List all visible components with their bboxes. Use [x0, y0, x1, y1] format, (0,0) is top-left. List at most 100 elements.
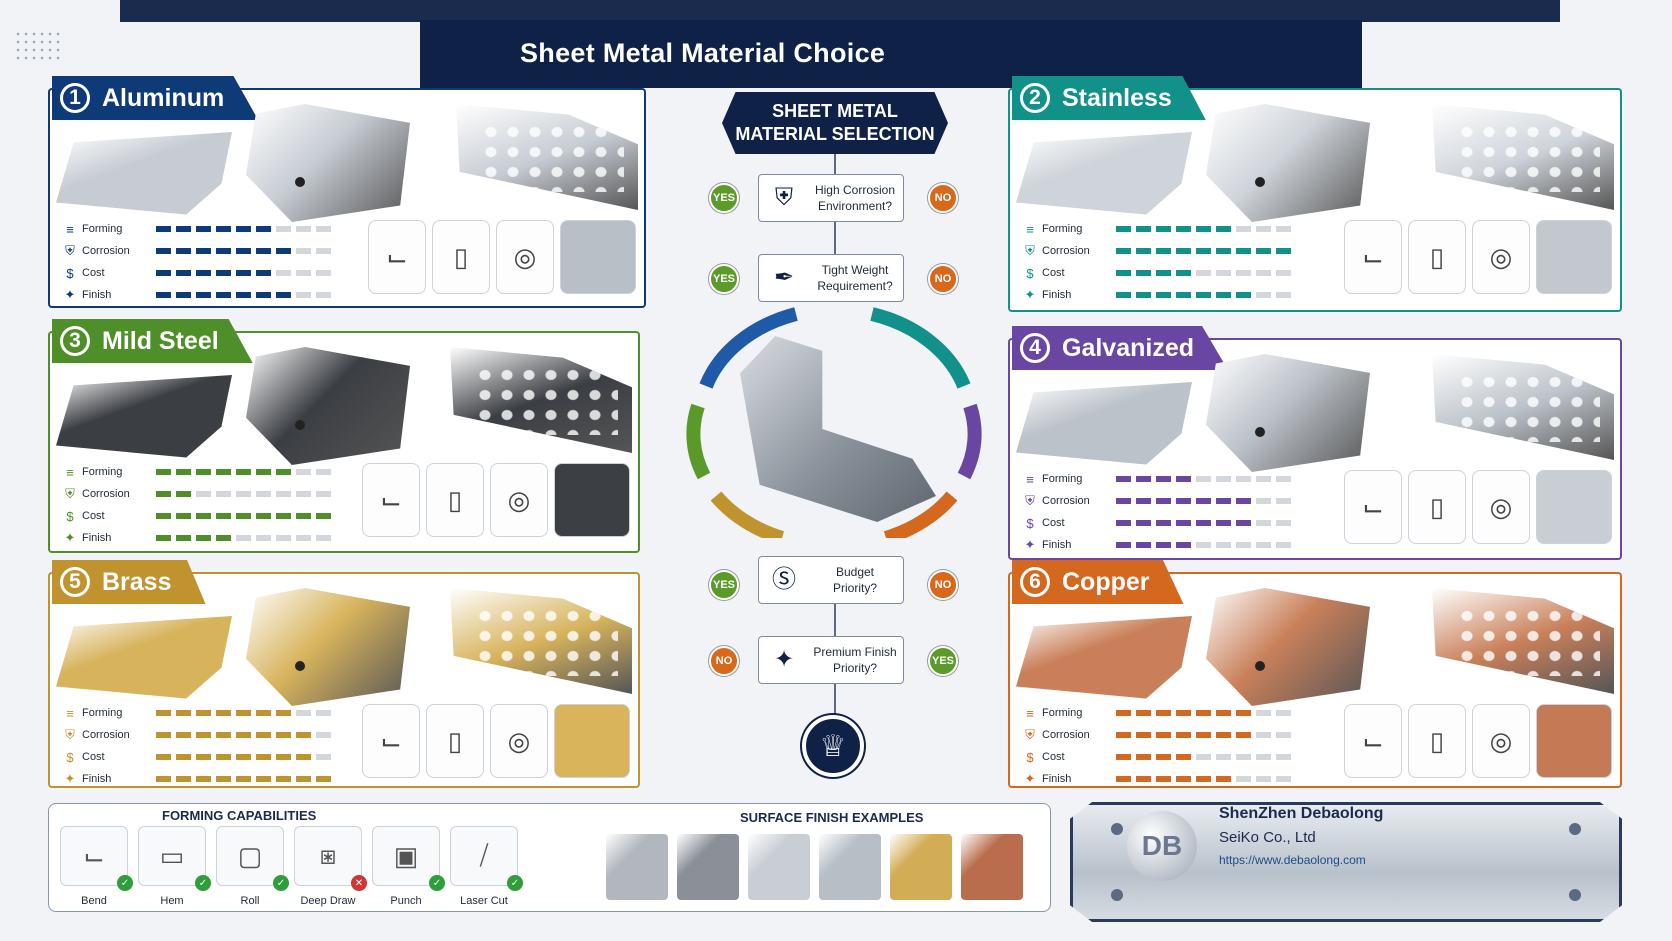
rating-segment [236, 513, 251, 519]
forming-icon: ≡ [66, 464, 74, 480]
rating-segment [1156, 776, 1171, 782]
yes-badge: YES [709, 264, 739, 294]
rating-segment [1236, 754, 1251, 760]
rating-segment [1176, 542, 1191, 548]
flow-header: SHEET METAL MATERIAL SELECTION [722, 92, 948, 154]
bolt [1569, 889, 1581, 901]
rating-segment [316, 270, 331, 276]
q4-line2: Priority? [832, 661, 877, 675]
material-tab: 1 Aluminum [52, 76, 259, 120]
rating-segment [156, 248, 171, 254]
box-profile-icon: ▯ [426, 463, 484, 537]
forming-label: Bend [81, 895, 107, 907]
rating-segment [216, 754, 231, 760]
rating-segment [316, 535, 331, 541]
rating-bar [156, 248, 331, 254]
form-icons: ⌙ ▯ ◎ [1344, 704, 1612, 778]
perforated-panel-image [450, 588, 632, 694]
check-icon: ✓ [195, 875, 211, 891]
dot-pattern [14, 30, 62, 60]
rating-segment [1116, 520, 1131, 526]
rating-segment [216, 491, 231, 497]
rating-segment [1276, 292, 1291, 298]
rating-bar [1116, 754, 1291, 760]
bracket-image [1206, 588, 1370, 706]
property-label: Forming [82, 466, 123, 478]
rating-segment [156, 491, 171, 497]
bracket-image [1206, 354, 1370, 472]
box-profile-icon: ▯ [1408, 470, 1466, 544]
rating-segment [256, 754, 271, 760]
rating-segment [156, 754, 171, 760]
rating-bar [156, 754, 331, 760]
rating-segment [176, 513, 191, 519]
finish-icon: ✦ [1024, 537, 1036, 552]
rating-bar [1116, 270, 1291, 276]
rating-segment [236, 270, 251, 276]
rating-segment [1236, 710, 1251, 716]
material-card-mild-steel: 3 Mild Steel ≡ Forming ⛨ Corrosion $ Cos… [48, 319, 640, 553]
rating-segment [316, 710, 331, 716]
rating-segment [216, 732, 231, 738]
property-forming: ≡ Forming [1018, 702, 1318, 724]
rating-segment [1216, 710, 1231, 716]
rating-segment [316, 776, 331, 782]
rating-segment [1256, 754, 1271, 760]
rating-segment [296, 292, 311, 298]
rating-segment [1216, 520, 1231, 526]
rating-segment [196, 248, 211, 254]
property-finish: ✦ Finish [1018, 768, 1318, 790]
q1-line2: Environment? [817, 199, 893, 213]
rating-segment [176, 469, 191, 475]
finish-swatch [1536, 704, 1612, 778]
rating-segment [1156, 542, 1171, 548]
rating-segment [1176, 520, 1191, 526]
rating-segment [236, 732, 251, 738]
rating-segment [1176, 292, 1191, 298]
bolt [1111, 889, 1123, 901]
rating-bar [1116, 292, 1291, 298]
property-label: Corrosion [1042, 729, 1090, 741]
rating-segment [1256, 776, 1271, 782]
form-icons: ⌙ ▯ ◎ [362, 704, 630, 778]
sheet-stack-image [56, 132, 232, 215]
property-list: ≡ Forming ⛨ Corrosion $ Cost ✦ Finish [58, 702, 358, 790]
property-label: Forming [1042, 473, 1083, 485]
property-finish: ✦ Finish [1018, 534, 1318, 556]
forming-label: Deep Draw [300, 895, 356, 907]
material-name: Stainless [1062, 83, 1172, 112]
rating-segment [276, 248, 291, 254]
material-name: Copper [1062, 567, 1150, 596]
sheet-stack-image [1016, 382, 1192, 465]
rating-segment [1276, 710, 1291, 716]
finish-icon: ✦ [64, 771, 76, 786]
rating-bar [156, 776, 331, 782]
property-label: Corrosion [82, 245, 130, 257]
rating-segment [1276, 732, 1291, 738]
rating-segment [256, 248, 271, 254]
rating-segment [296, 248, 311, 254]
corrosion-icon: ⛨ [65, 727, 75, 742]
rating-segment [1256, 520, 1271, 526]
rating-segment [196, 491, 211, 497]
rating-segment [216, 469, 231, 475]
rating-segment [1236, 732, 1251, 738]
rating-segment [1136, 292, 1151, 298]
rating-segment [176, 491, 191, 497]
rating-segment [1196, 710, 1211, 716]
company-url[interactable]: https://www.debaolong.com [1219, 853, 1366, 867]
rating-segment [1176, 226, 1191, 232]
rating-segment [1176, 776, 1191, 782]
rating-segment [1196, 732, 1211, 738]
rating-segment [216, 776, 231, 782]
rating-bar [156, 226, 331, 232]
cost-icon: $ [1026, 265, 1034, 281]
feather-icon: ✒ [773, 264, 795, 291]
material-number: 5 [60, 567, 90, 597]
rating-segment [1256, 292, 1271, 298]
property-finish: ✦ Finish [58, 527, 358, 549]
check-icon: ✓ [273, 875, 289, 891]
company-logo: DB [1127, 811, 1197, 881]
rating-segment [276, 469, 291, 475]
